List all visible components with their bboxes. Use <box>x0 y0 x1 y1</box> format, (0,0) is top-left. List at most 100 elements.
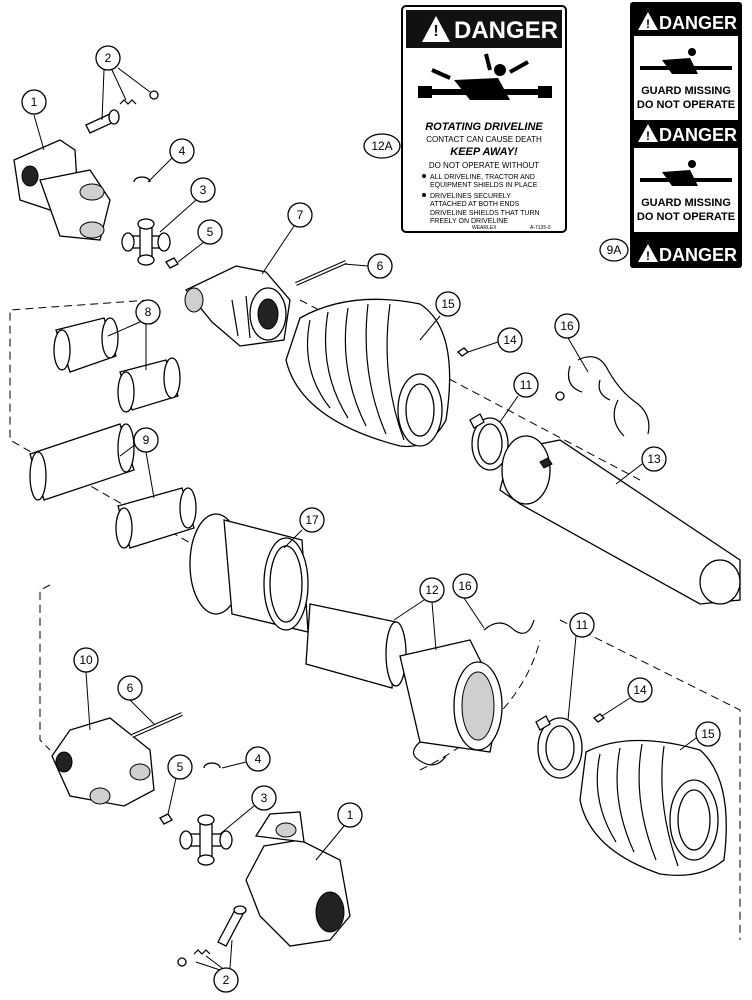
callout-12: 12 <box>393 577 445 651</box>
leader-line <box>167 777 177 815</box>
callout-5: 5 <box>177 219 223 263</box>
callout-10: 10 <box>73 647 99 731</box>
callout-4: 4 <box>221 746 271 772</box>
decal-12a-footer-right: A-7135-0 <box>530 225 551 231</box>
callout-circle <box>367 253 393 279</box>
callout-circle <box>299 507 325 533</box>
leader-line <box>195 961 221 971</box>
decal-12a-title: ROTATING DRIVELINE <box>425 121 543 133</box>
callout-1: 1 <box>315 802 363 861</box>
decal-12a-bullet-6: FREELY ON DRIVELINE <box>430 218 508 225</box>
callout-circle <box>169 138 195 164</box>
leader-line <box>101 69 105 121</box>
leader-line <box>219 805 255 835</box>
callout-17: 17 <box>283 507 325 549</box>
decal-9a-donot-2: DO NOT OPERATE <box>637 211 735 223</box>
callout-number: 1 <box>347 808 354 822</box>
part-13-shield-tube <box>499 435 741 605</box>
warning-triangle-icon: ! <box>638 244 658 263</box>
leader-line <box>467 341 499 353</box>
leader-line <box>615 463 643 485</box>
leader-line <box>117 67 151 93</box>
callout-11: 11 <box>499 372 539 423</box>
leader-line <box>419 315 441 341</box>
callout-number: 16 <box>560 319 574 333</box>
leader-line <box>119 443 137 457</box>
svg-text:!: ! <box>646 17 650 31</box>
leader-line <box>463 597 485 629</box>
part-15-bellows-upper <box>285 298 451 448</box>
callout-4: 4 <box>147 138 195 183</box>
part-2-bolt-spring-nut-lower <box>177 905 247 967</box>
svg-text:!: ! <box>433 23 438 40</box>
snap-ring-dashed-link <box>419 639 541 771</box>
callout-9a: 9A <box>599 238 629 262</box>
callout-8: 8 <box>107 299 161 370</box>
callout-circle <box>419 577 445 603</box>
decal-12a-line2: CONTACT CAN CAUSE DEATH <box>426 135 542 144</box>
callout-5: 5 <box>167 754 193 815</box>
leader-line <box>499 395 519 423</box>
part-16-safety-chain-lower <box>412 619 535 766</box>
callout-circle <box>21 89 47 115</box>
decal-12a-bullet-4: ATTACHED AT BOTH ENDS <box>430 201 520 208</box>
decal-9a-header-bottom: DANGER <box>659 245 737 265</box>
callout-circle <box>197 219 223 245</box>
callout-16: 16 <box>554 313 589 373</box>
callout-number: 12 <box>425 583 439 597</box>
callout-circle <box>497 327 523 353</box>
decal-12a-header: DANGER <box>454 17 558 44</box>
part-12-inner-tubes <box>305 603 503 753</box>
part-16-safety-chain-upper <box>555 356 650 437</box>
svg-text:!: ! <box>646 129 650 143</box>
entanglement-pictogram-icon <box>640 160 732 186</box>
decal-12a-bullet-1: ALL DRIVELINE, TRACTOR AND <box>430 174 535 181</box>
part-7-inner-yoke <box>184 265 291 347</box>
callout-number: 2 <box>223 973 230 987</box>
leader-line <box>159 199 197 233</box>
callout-14: 14 <box>601 677 653 717</box>
leader-line <box>567 337 589 373</box>
callout-9: 9 <box>119 427 159 499</box>
part-1-upper-yoke <box>13 139 111 241</box>
callout-15: 15 <box>419 291 461 341</box>
decal-12a-line3: KEEP AWAY! <box>450 146 518 158</box>
leader-line <box>107 321 141 337</box>
callout-number: 4 <box>255 752 262 766</box>
part-4-snap-ring-lower <box>203 762 221 769</box>
callout-circle <box>337 802 363 828</box>
leader-line <box>145 451 155 499</box>
leader-line <box>431 601 437 651</box>
leader-line <box>177 241 205 263</box>
callout-number: 17 <box>305 513 319 527</box>
callout-12a: 12A <box>363 133 401 159</box>
callout-2: 2 <box>95 45 151 121</box>
warning-triangle-icon: ! <box>638 124 658 143</box>
part-11-bearing-ring-upper <box>469 413 509 471</box>
callout-1: 1 <box>21 89 47 151</box>
callout-2: 2 <box>195 939 239 993</box>
callout-3: 3 <box>159 177 216 233</box>
part-5-grease-fitting-upper <box>165 257 179 269</box>
callout-circle <box>117 675 143 701</box>
part-4-snap-ring-upper <box>133 176 151 183</box>
callout-circle <box>135 299 161 325</box>
decal-12a-bullet-2: EQUIPMENT SHIELDS IN PLACE <box>430 182 538 189</box>
part-9-outer-tubes <box>29 423 197 549</box>
leader-line <box>205 955 223 969</box>
part-10-outer-yoke <box>51 717 155 807</box>
decal-9a-donot-1: DO NOT OPERATE <box>637 99 735 111</box>
callout-number: 8 <box>145 305 152 319</box>
callout-circle <box>435 291 461 317</box>
part-8-bearing-sleeves <box>53 317 181 413</box>
leader-line <box>221 761 247 769</box>
callout-6: 6 <box>117 675 155 725</box>
leader-line <box>601 697 631 717</box>
callout-circle <box>167 754 193 780</box>
entanglement-pictogram-icon <box>640 48 732 74</box>
leader-line <box>147 157 173 183</box>
part-5-grease-fitting-lower <box>159 813 173 825</box>
callout-number: 2 <box>105 51 112 65</box>
callout-7: 7 <box>261 202 313 275</box>
decal-9a-header-top: DANGER <box>659 13 737 33</box>
